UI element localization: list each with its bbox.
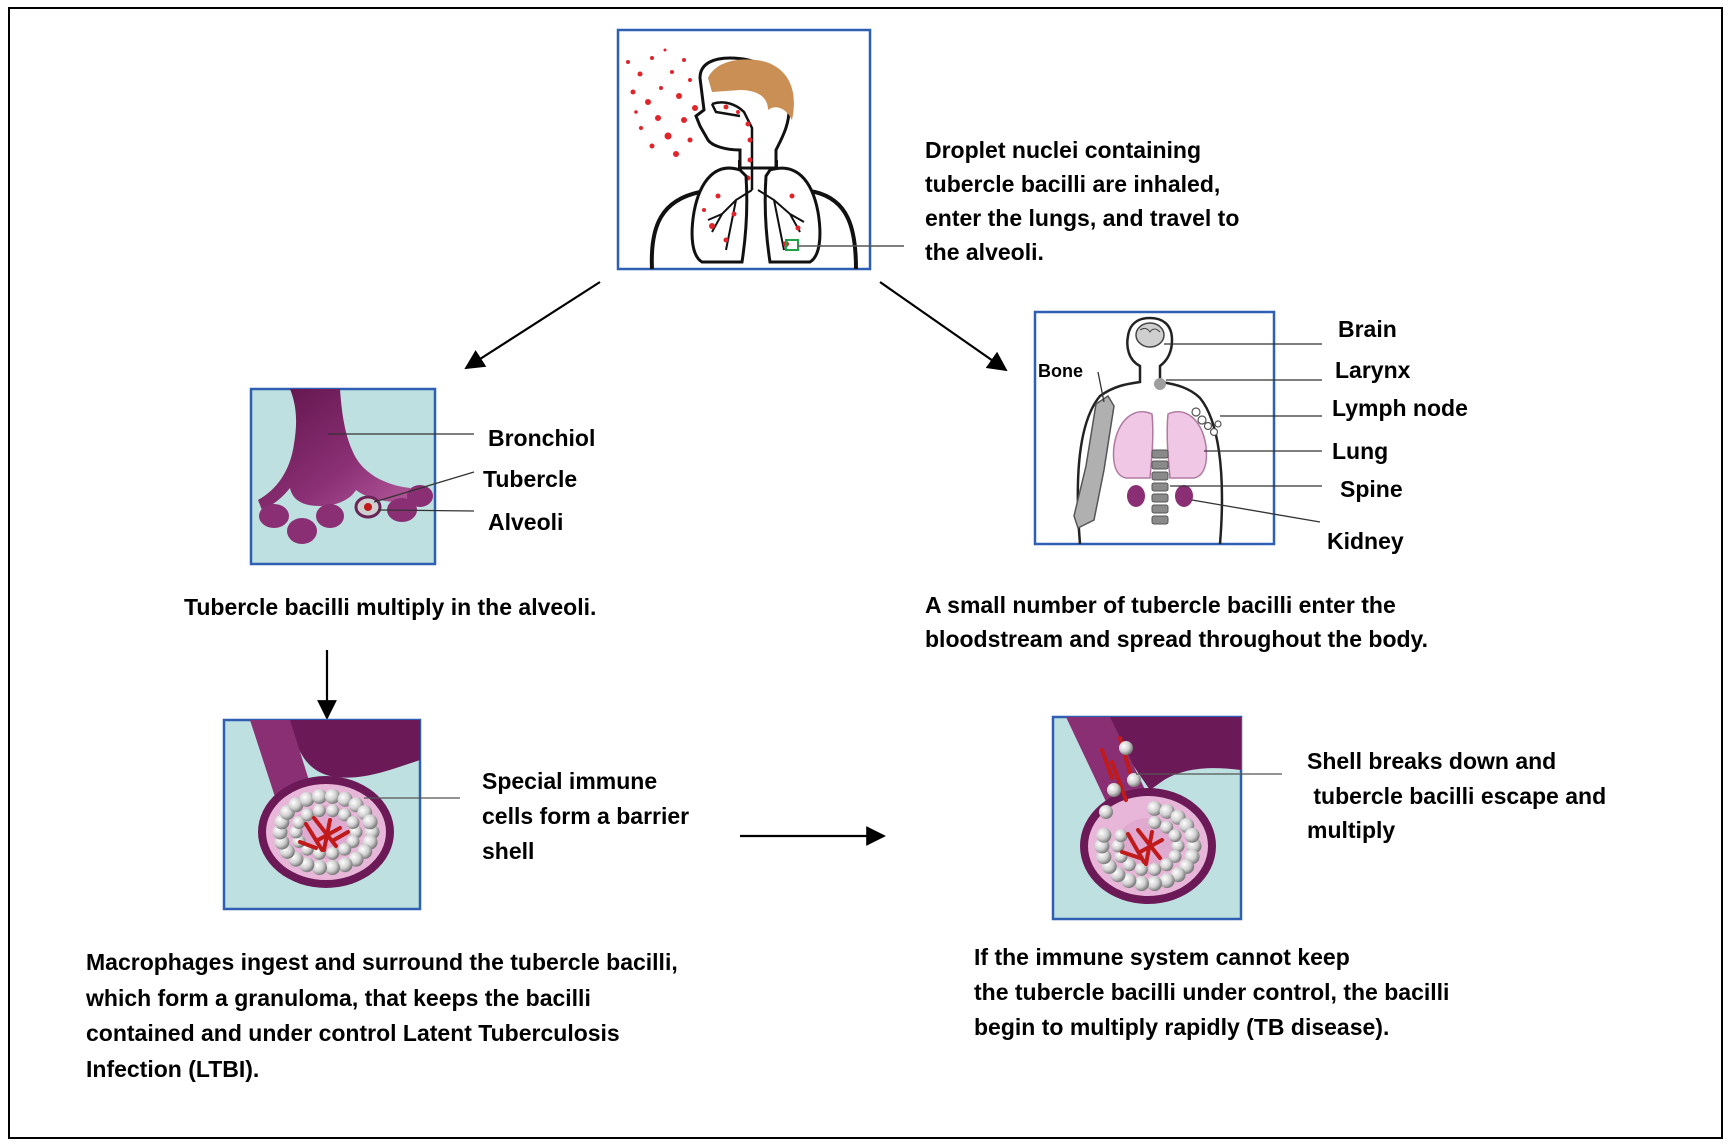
- step-bloodstream-text: A small number of tubercle bacilli enter…: [925, 588, 1428, 656]
- macrophage-cell: [1160, 858, 1173, 871]
- label-brain: Brain: [1338, 316, 1397, 342]
- step-shell-breakdown-text: Shell breaks down and tubercle bacilli e…: [1307, 744, 1606, 848]
- macrophage-cell: [326, 804, 339, 817]
- macrophage-cell: [1147, 801, 1162, 816]
- macrophage-cell: [363, 814, 378, 829]
- step-tb-disease-text: If the immune system cannot keep the tub…: [974, 940, 1449, 1045]
- macrophage-cell: [312, 789, 327, 804]
- text-line: the tubercle bacilli under control, the …: [974, 975, 1449, 1010]
- step-inhalation-text: Droplet nuclei containing tubercle bacil…: [925, 133, 1239, 269]
- arrow-to-body: [880, 282, 1006, 370]
- label-alveoli: Alveoli: [488, 509, 563, 535]
- text-line: Shell breaks down and: [1307, 744, 1606, 779]
- macrophage-cell: [299, 792, 314, 807]
- label-larynx: Larynx: [1335, 357, 1411, 383]
- text-line: bloodstream and spread throughout the bo…: [925, 622, 1428, 656]
- macrophage-cell: [1169, 829, 1182, 842]
- label-bronchiol: Bronchiol: [488, 425, 595, 451]
- step-barrier-shell-text: Special immune cells form a barrier shel…: [482, 764, 689, 869]
- macrophage-cell: [1134, 876, 1149, 891]
- shell-breakdown-illustration: [1053, 717, 1282, 919]
- text-line: multiply: [1307, 813, 1606, 848]
- step-granuloma-text: Macrophages ingest and surround the tube…: [86, 945, 678, 1087]
- label-bone: Bone: [1038, 361, 1083, 382]
- text-line: A small number of tubercle bacilli enter…: [925, 588, 1428, 622]
- text-line: contained and under control Latent Tuber…: [86, 1016, 678, 1052]
- macrophage-cell: [1096, 828, 1111, 843]
- macrophage-cell: [1185, 828, 1200, 843]
- macrophage-cell: [1148, 816, 1161, 829]
- text-line: which form a granuloma, that keeps the b…: [86, 981, 678, 1017]
- label-lymph-node: Lymph node: [1332, 395, 1468, 421]
- macrophage-cell: [325, 860, 340, 875]
- text-line: Tubercle bacilli multiply in the alveoli…: [184, 590, 596, 624]
- granuloma-illustration: [224, 720, 460, 909]
- label-kidney: Kidney: [1327, 528, 1404, 554]
- text-line: shell: [482, 834, 689, 869]
- arrow-to-alveoli: [466, 282, 600, 368]
- macrophage-cell: [326, 847, 339, 860]
- text-line: the alveoli.: [925, 235, 1239, 269]
- text-line: begin to multiply rapidly (TB disease).: [974, 1010, 1449, 1045]
- macrophage-cell: [347, 816, 360, 829]
- text-line: tubercle bacilli are inhaled,: [925, 167, 1239, 201]
- label-tubercle: Tubercle: [483, 466, 577, 492]
- macrophage-cell: [325, 789, 340, 804]
- text-line: Special immune: [482, 764, 689, 799]
- macrophage-cell: [338, 843, 351, 856]
- text-line: enter the lungs, and travel to: [925, 201, 1239, 235]
- step-multiply-alveoli-text: Tubercle bacilli multiply in the alveoli…: [184, 590, 596, 624]
- label-spine: Spine: [1340, 476, 1403, 502]
- macrophage-cell: [1148, 863, 1161, 876]
- label-lung: Lung: [1332, 438, 1388, 464]
- macrophage-cell: [301, 808, 314, 821]
- alveoli-illustration: [251, 389, 474, 564]
- text-line: Macrophages ingest and surround the tube…: [86, 945, 678, 981]
- macrophage-cell: [1115, 829, 1128, 842]
- text-line: cells form a barrier: [482, 799, 689, 834]
- macrophage-cell: [338, 857, 353, 872]
- inhalation-illustration: [618, 30, 904, 269]
- macrophage-cell: [1160, 873, 1175, 888]
- text-line: If the immune system cannot keep: [974, 940, 1449, 975]
- text-line: tubercle bacilli escape and: [1307, 779, 1606, 814]
- macrophage-cell: [1147, 876, 1162, 891]
- body-organs-illustration: [1035, 312, 1322, 544]
- macrophage-cell: [313, 804, 326, 817]
- text-line: Infection (LTBI).: [86, 1052, 678, 1088]
- macrophage-cell: [312, 860, 327, 875]
- text-line: Droplet nuclei containing: [925, 133, 1239, 167]
